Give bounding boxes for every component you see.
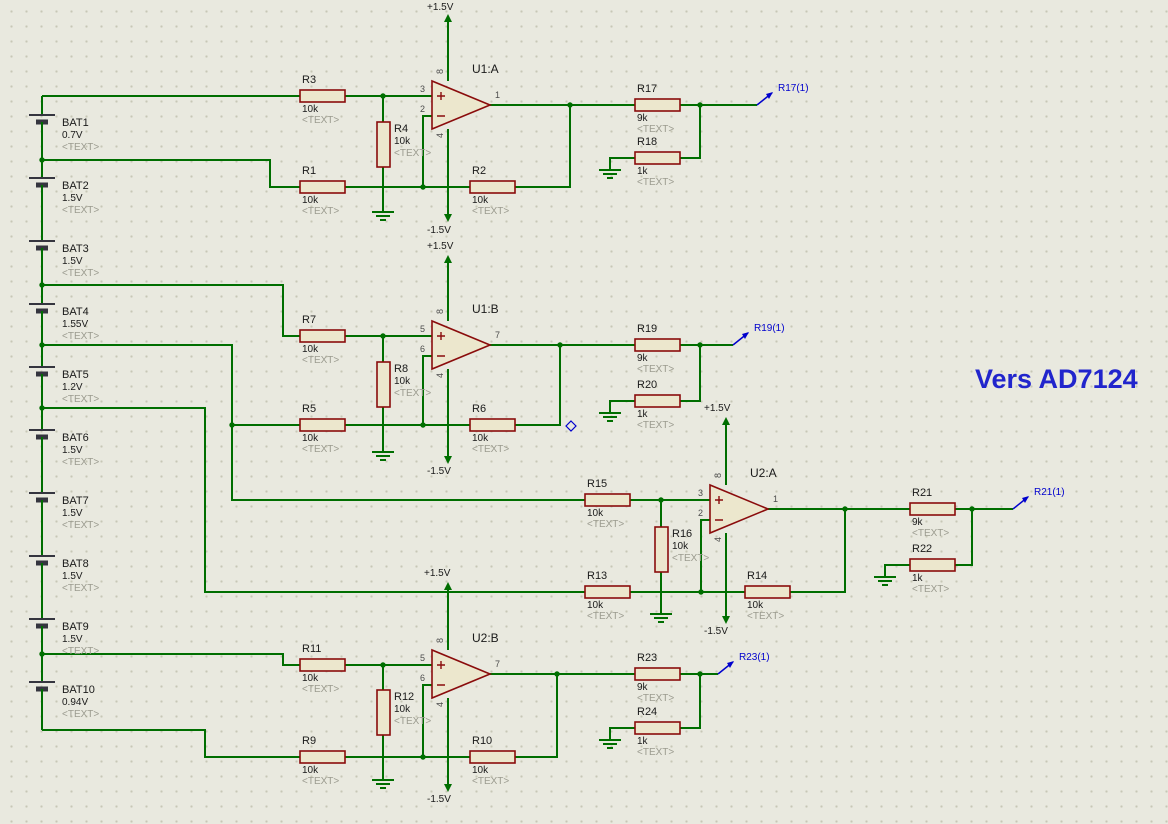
wire[interactable] bbox=[515, 345, 561, 426]
junction-dot bbox=[420, 754, 426, 760]
junction-dot bbox=[380, 93, 386, 99]
opamp-u2a-polarity-icon bbox=[715, 496, 723, 521]
junction-dot bbox=[567, 102, 573, 108]
terminal-r17-1-label[interactable]: R17(1) bbox=[778, 83, 809, 94]
wire[interactable] bbox=[42, 407, 585, 593]
terminal-r21-1-arrowhead-icon bbox=[1022, 496, 1029, 503]
opamp-u2b[interactable] bbox=[431, 648, 493, 700]
terminal-r17-1-arrowhead-icon bbox=[766, 92, 773, 99]
wire[interactable] bbox=[42, 159, 300, 188]
wire[interactable] bbox=[700, 519, 710, 592]
opamp-u1b[interactable] bbox=[431, 319, 493, 371]
ground-symbol[interactable] bbox=[650, 613, 672, 623]
opamp-u1b-polarity-icon bbox=[437, 332, 445, 357]
resistor-r7[interactable] bbox=[299, 329, 346, 343]
power-flag-negative-arrow[interactable] bbox=[722, 616, 730, 624]
opamp-u2a[interactable] bbox=[709, 483, 771, 535]
wire[interactable] bbox=[422, 355, 432, 425]
junction-dot bbox=[420, 422, 426, 428]
wire[interactable] bbox=[42, 653, 300, 666]
resistor-r1[interactable] bbox=[299, 180, 346, 194]
terminal-r19-1-label[interactable]: R19(1) bbox=[754, 323, 785, 334]
wire[interactable] bbox=[884, 564, 910, 577]
power-flag-negative-arrow[interactable] bbox=[444, 456, 452, 464]
resistor-r16[interactable] bbox=[654, 526, 669, 573]
resistor-r21[interactable] bbox=[909, 502, 956, 516]
power-flag-positive-arrow[interactable] bbox=[444, 255, 452, 263]
resistor-r11[interactable] bbox=[299, 658, 346, 672]
junction-dot bbox=[380, 333, 386, 339]
opamp-u1a[interactable] bbox=[431, 79, 493, 131]
resistor-r14[interactable] bbox=[744, 585, 791, 599]
ground-symbol[interactable] bbox=[599, 169, 621, 179]
terminal-r23-1-arrowhead-icon bbox=[727, 661, 734, 668]
resistor-r4[interactable] bbox=[376, 121, 391, 168]
junction-dot bbox=[554, 671, 560, 677]
ground-symbol[interactable] bbox=[372, 211, 394, 221]
resistor-r20[interactable] bbox=[634, 394, 681, 408]
junction-dot bbox=[697, 102, 703, 108]
wire[interactable] bbox=[680, 105, 701, 159]
resistor-r8[interactable] bbox=[376, 361, 391, 408]
resistor-r6[interactable] bbox=[469, 418, 516, 432]
power-flag-positive-arrow[interactable] bbox=[722, 417, 730, 425]
wire[interactable] bbox=[422, 115, 432, 187]
power-flag-positive-arrow[interactable] bbox=[444, 582, 452, 590]
wire[interactable] bbox=[680, 674, 701, 729]
ground-symbol[interactable] bbox=[874, 576, 896, 586]
junction-dot bbox=[557, 342, 563, 348]
junction-dot bbox=[380, 662, 386, 668]
terminal-r21-1-label[interactable]: R21(1) bbox=[1034, 487, 1065, 498]
ground-symbol[interactable] bbox=[372, 451, 394, 461]
junction-dot bbox=[420, 184, 426, 190]
wire[interactable] bbox=[955, 509, 973, 566]
resistor-r18[interactable] bbox=[634, 151, 681, 165]
terminal-r23-1-label[interactable]: R23(1) bbox=[739, 652, 770, 663]
resistor-r19[interactable] bbox=[634, 338, 681, 352]
resistor-r12[interactable] bbox=[376, 689, 391, 736]
power-flag-negative-arrow[interactable] bbox=[444, 214, 452, 222]
origin-marker-icon bbox=[565, 420, 577, 432]
resistor-r15[interactable] bbox=[584, 493, 631, 507]
wire[interactable] bbox=[42, 729, 300, 758]
opamp-u2b-polarity-icon bbox=[437, 661, 445, 686]
resistor-r2[interactable] bbox=[469, 180, 516, 194]
wire[interactable] bbox=[609, 727, 635, 740]
wire[interactable] bbox=[42, 284, 300, 337]
terminal-r19-1-arrowhead-icon bbox=[742, 332, 749, 339]
resistor-r24[interactable] bbox=[634, 721, 681, 735]
resistor-r3[interactable] bbox=[299, 89, 346, 103]
junction-dot bbox=[697, 671, 703, 677]
wire[interactable] bbox=[515, 105, 571, 188]
ground-symbol[interactable] bbox=[599, 412, 621, 422]
resistor-r13[interactable] bbox=[584, 585, 631, 599]
resistor-r23[interactable] bbox=[634, 667, 681, 681]
power-flag-negative-arrow[interactable] bbox=[444, 784, 452, 792]
junction-dot bbox=[229, 422, 235, 428]
annotation-vers-ad7124[interactable]: Vers AD7124 bbox=[975, 364, 1138, 394]
ground-symbol[interactable] bbox=[372, 779, 394, 789]
power-flag-positive-arrow[interactable] bbox=[444, 14, 452, 22]
junction-dot bbox=[969, 506, 975, 512]
junction-dot bbox=[698, 589, 704, 595]
resistor-r10[interactable] bbox=[469, 750, 516, 764]
wire[interactable] bbox=[680, 345, 701, 402]
wire[interactable] bbox=[422, 684, 432, 757]
wire[interactable] bbox=[609, 400, 635, 413]
resistor-r17[interactable] bbox=[634, 98, 681, 112]
resistor-r22[interactable] bbox=[909, 558, 956, 572]
ground-symbol[interactable] bbox=[599, 739, 621, 749]
junction-dot bbox=[658, 497, 664, 503]
junction-dot bbox=[842, 506, 848, 512]
wire[interactable] bbox=[609, 157, 635, 170]
wire[interactable] bbox=[515, 674, 558, 758]
opamp-u1a-polarity-icon bbox=[437, 92, 445, 117]
junction-dot bbox=[697, 342, 703, 348]
wire[interactable] bbox=[790, 509, 846, 593]
resistor-r9[interactable] bbox=[299, 750, 346, 764]
resistor-r5[interactable] bbox=[299, 418, 346, 432]
